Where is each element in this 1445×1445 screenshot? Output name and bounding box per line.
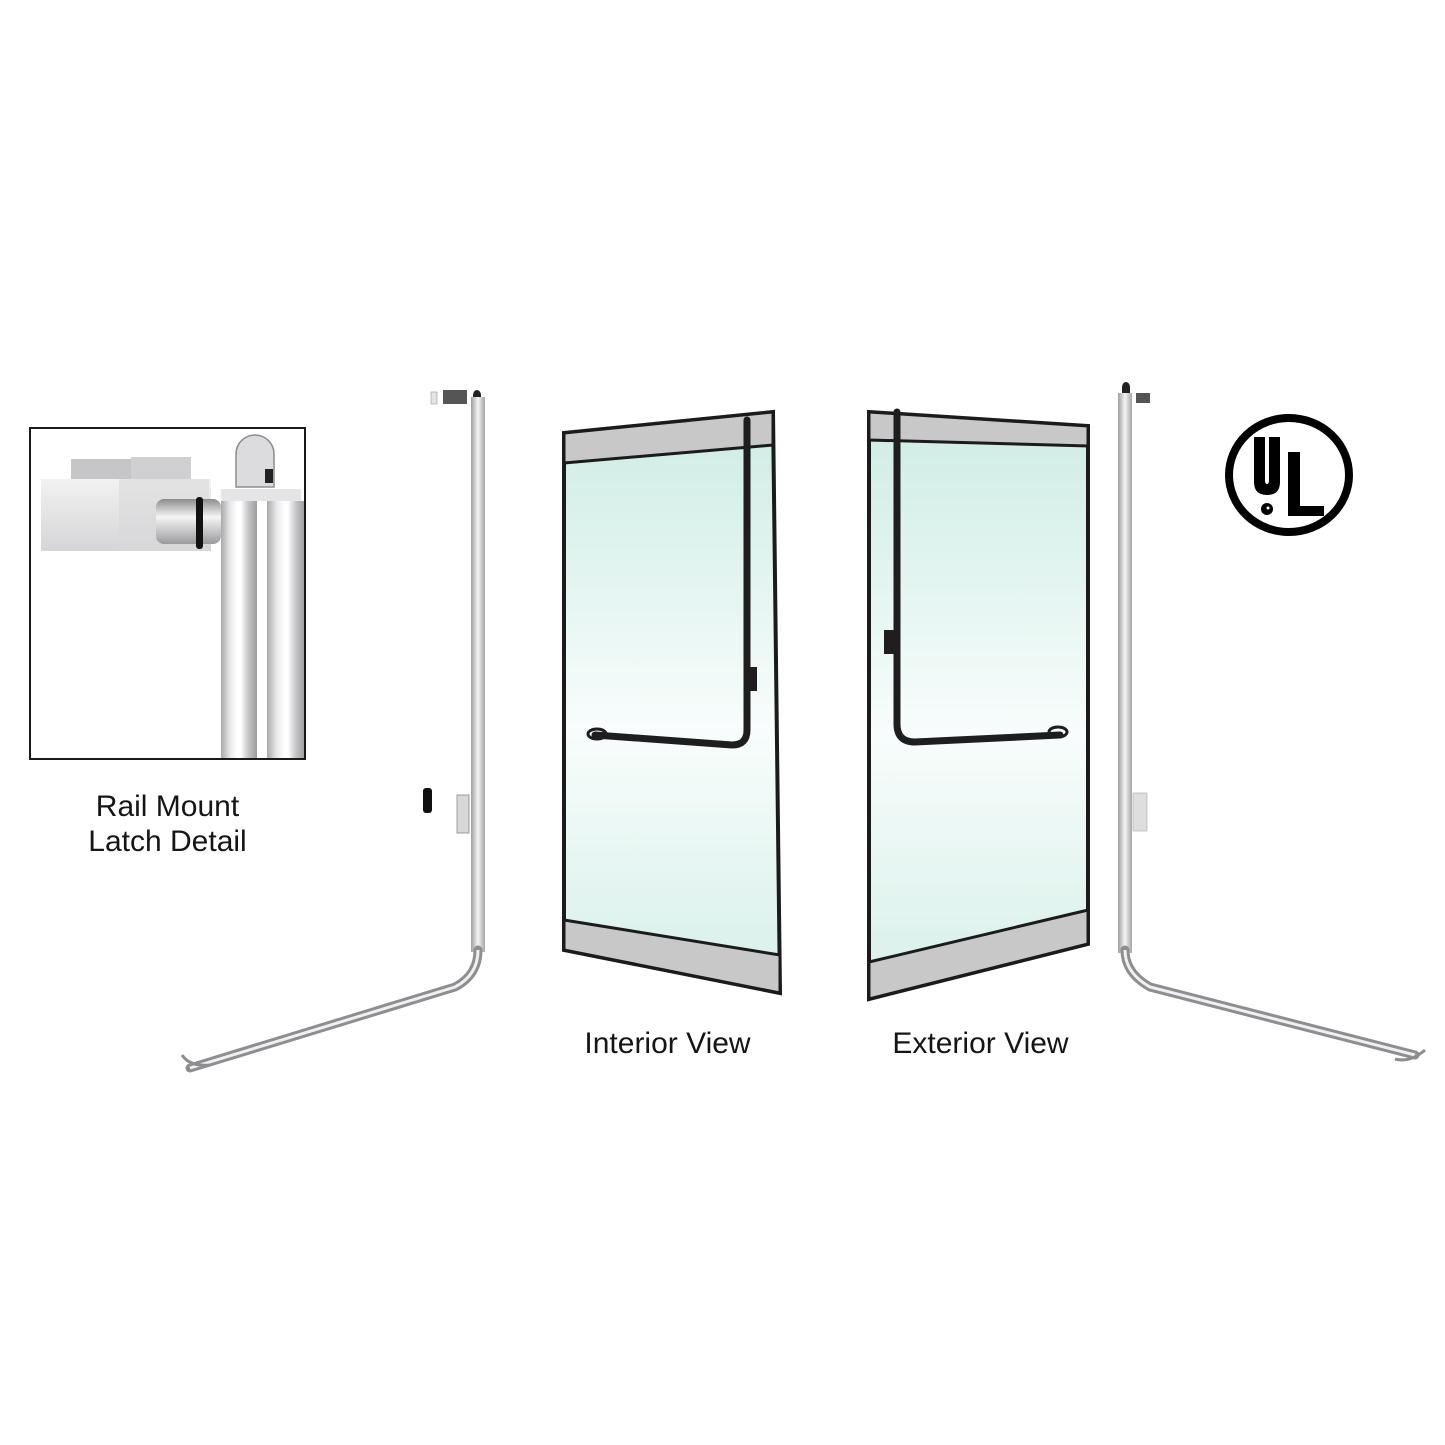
interior-view-door xyxy=(562,409,783,996)
interior-view-caption: Interior View xyxy=(584,1027,751,1060)
latch-detail-illustration xyxy=(41,434,304,758)
ul-logo-text: UL xyxy=(1222,410,1224,411)
push-bar-icon xyxy=(591,416,751,749)
top-rail-band xyxy=(562,410,775,465)
strike-keeper-icon xyxy=(423,788,432,813)
bottom-rail-band xyxy=(562,918,782,995)
push-bar-icon xyxy=(893,408,1064,746)
top-latch-icon xyxy=(443,390,467,404)
detail-caption-line1: Rail Mount xyxy=(95,790,240,823)
right-rail-assembly xyxy=(1118,382,1426,1062)
exterior-view-caption: Exterior View xyxy=(892,1027,1069,1060)
exterior-view-door xyxy=(867,408,1090,1002)
top-latch-icon xyxy=(1136,393,1150,403)
top-bracket-icon xyxy=(430,391,438,405)
left-rail-assembly xyxy=(180,390,485,1073)
rail-mount-latch-detail-inset xyxy=(29,427,306,760)
ul-certification-logo: UL xyxy=(1222,410,1353,536)
bottom-rail-band xyxy=(867,908,1090,1001)
top-rail-band xyxy=(867,410,1090,448)
detail-caption-line2: Latch Detail xyxy=(88,825,247,858)
